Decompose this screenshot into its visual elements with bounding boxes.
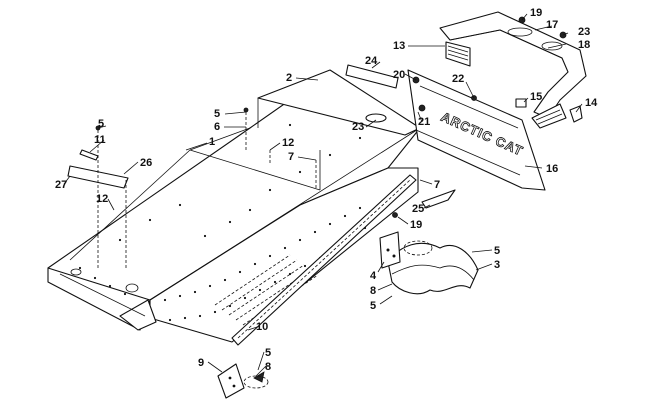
bumper-grip-ridges [447, 45, 563, 125]
callout-7: 7 [288, 151, 294, 163]
callout-26: 26 [140, 157, 152, 169]
leader-lines [63, 13, 583, 377]
callout-19-side: 19 [410, 219, 422, 231]
callout-labels: 19 17 23 18 13 24 20 22 15 14 2 5 6 23 2… [55, 7, 598, 373]
callout-23-light: 23 [352, 121, 364, 133]
rear-bracket-part-9 [217, 363, 269, 399]
callout-12-lower: 12 [96, 193, 108, 205]
callout-8: 8 [370, 285, 376, 297]
callout-5: 5 [214, 108, 220, 120]
callout-5-bottom: 5 [370, 300, 376, 312]
rear-flap-part-16: ARCTIC CAT [407, 69, 546, 191]
clip-15 [515, 98, 527, 108]
callout-23: 23 [578, 26, 590, 38]
callout-15: 15 [530, 91, 542, 103]
callout-5-left: 5 [98, 118, 104, 130]
callout-6: 6 [214, 121, 220, 133]
callout-3: 3 [494, 259, 500, 271]
callout-20: 20 [393, 69, 405, 81]
callout-7-side: 7 [434, 179, 440, 191]
clip-11 [79, 149, 99, 161]
callout-25: 25 [412, 203, 424, 215]
callout-16: 16 [546, 163, 558, 175]
light-23 [365, 113, 387, 123]
callout-27: 27 [55, 179, 67, 191]
callout-9: 9 [198, 357, 204, 369]
clip-14 [569, 105, 583, 123]
callout-12: 12 [282, 137, 294, 149]
bolt-19-side [392, 212, 398, 218]
callout-24: 24 [365, 55, 378, 67]
callout-21: 21 [418, 116, 430, 128]
callout-1: 1 [209, 136, 215, 148]
callout-2: 2 [286, 72, 292, 84]
rivet-5-top [243, 107, 249, 113]
callout-4: 4 [370, 270, 377, 282]
front-bracket-part-3 [379, 231, 479, 295]
callout-8-rear: 8 [265, 361, 271, 373]
reflector-part-24 [345, 64, 399, 89]
callout-5-rear: 5 [265, 347, 271, 359]
bracket-part-25 [421, 189, 456, 209]
callout-17: 17 [546, 19, 558, 31]
callout-11: 11 [94, 134, 106, 146]
rear-bumper-part-18 [439, 11, 587, 129]
callout-13: 13 [393, 40, 405, 52]
callout-5-bracket: 5 [494, 245, 500, 257]
tunnel-part-1 [47, 71, 421, 343]
callout-18: 18 [578, 39, 590, 51]
mount-part-4 [379, 231, 401, 269]
callout-22: 22 [452, 73, 464, 85]
running-board-part-10 [231, 174, 417, 346]
callout-10: 10 [256, 321, 268, 333]
callout-14: 14 [585, 97, 598, 109]
callout-19: 19 [530, 7, 542, 19]
